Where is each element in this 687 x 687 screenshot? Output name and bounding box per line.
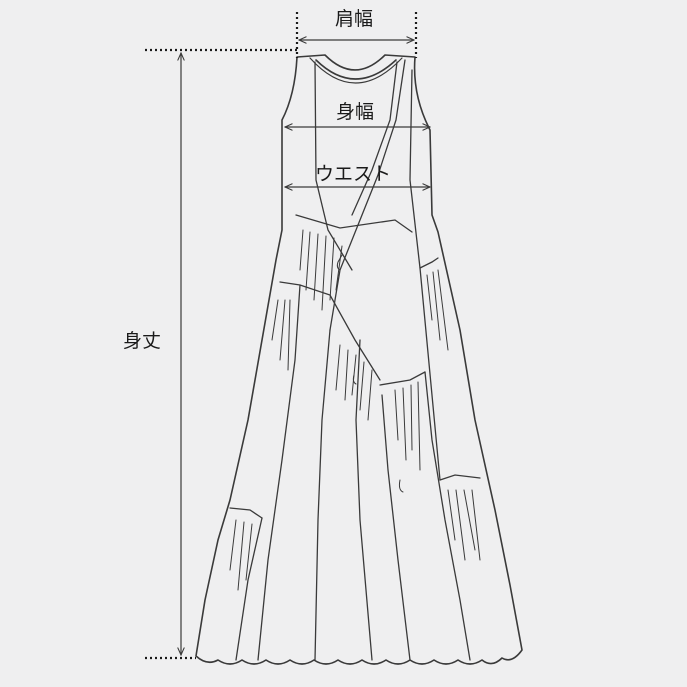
gather-lines (229, 229, 481, 591)
dress-outline (195, 54, 523, 665)
panel-seams (229, 59, 481, 661)
length-label: 身丈 (121, 330, 164, 352)
length-guides (145, 48, 300, 660)
body-width-label: 身幅 (334, 101, 377, 123)
waist-label: ウエスト (315, 163, 392, 185)
shoulder-width-label: 肩幅 (333, 8, 376, 30)
